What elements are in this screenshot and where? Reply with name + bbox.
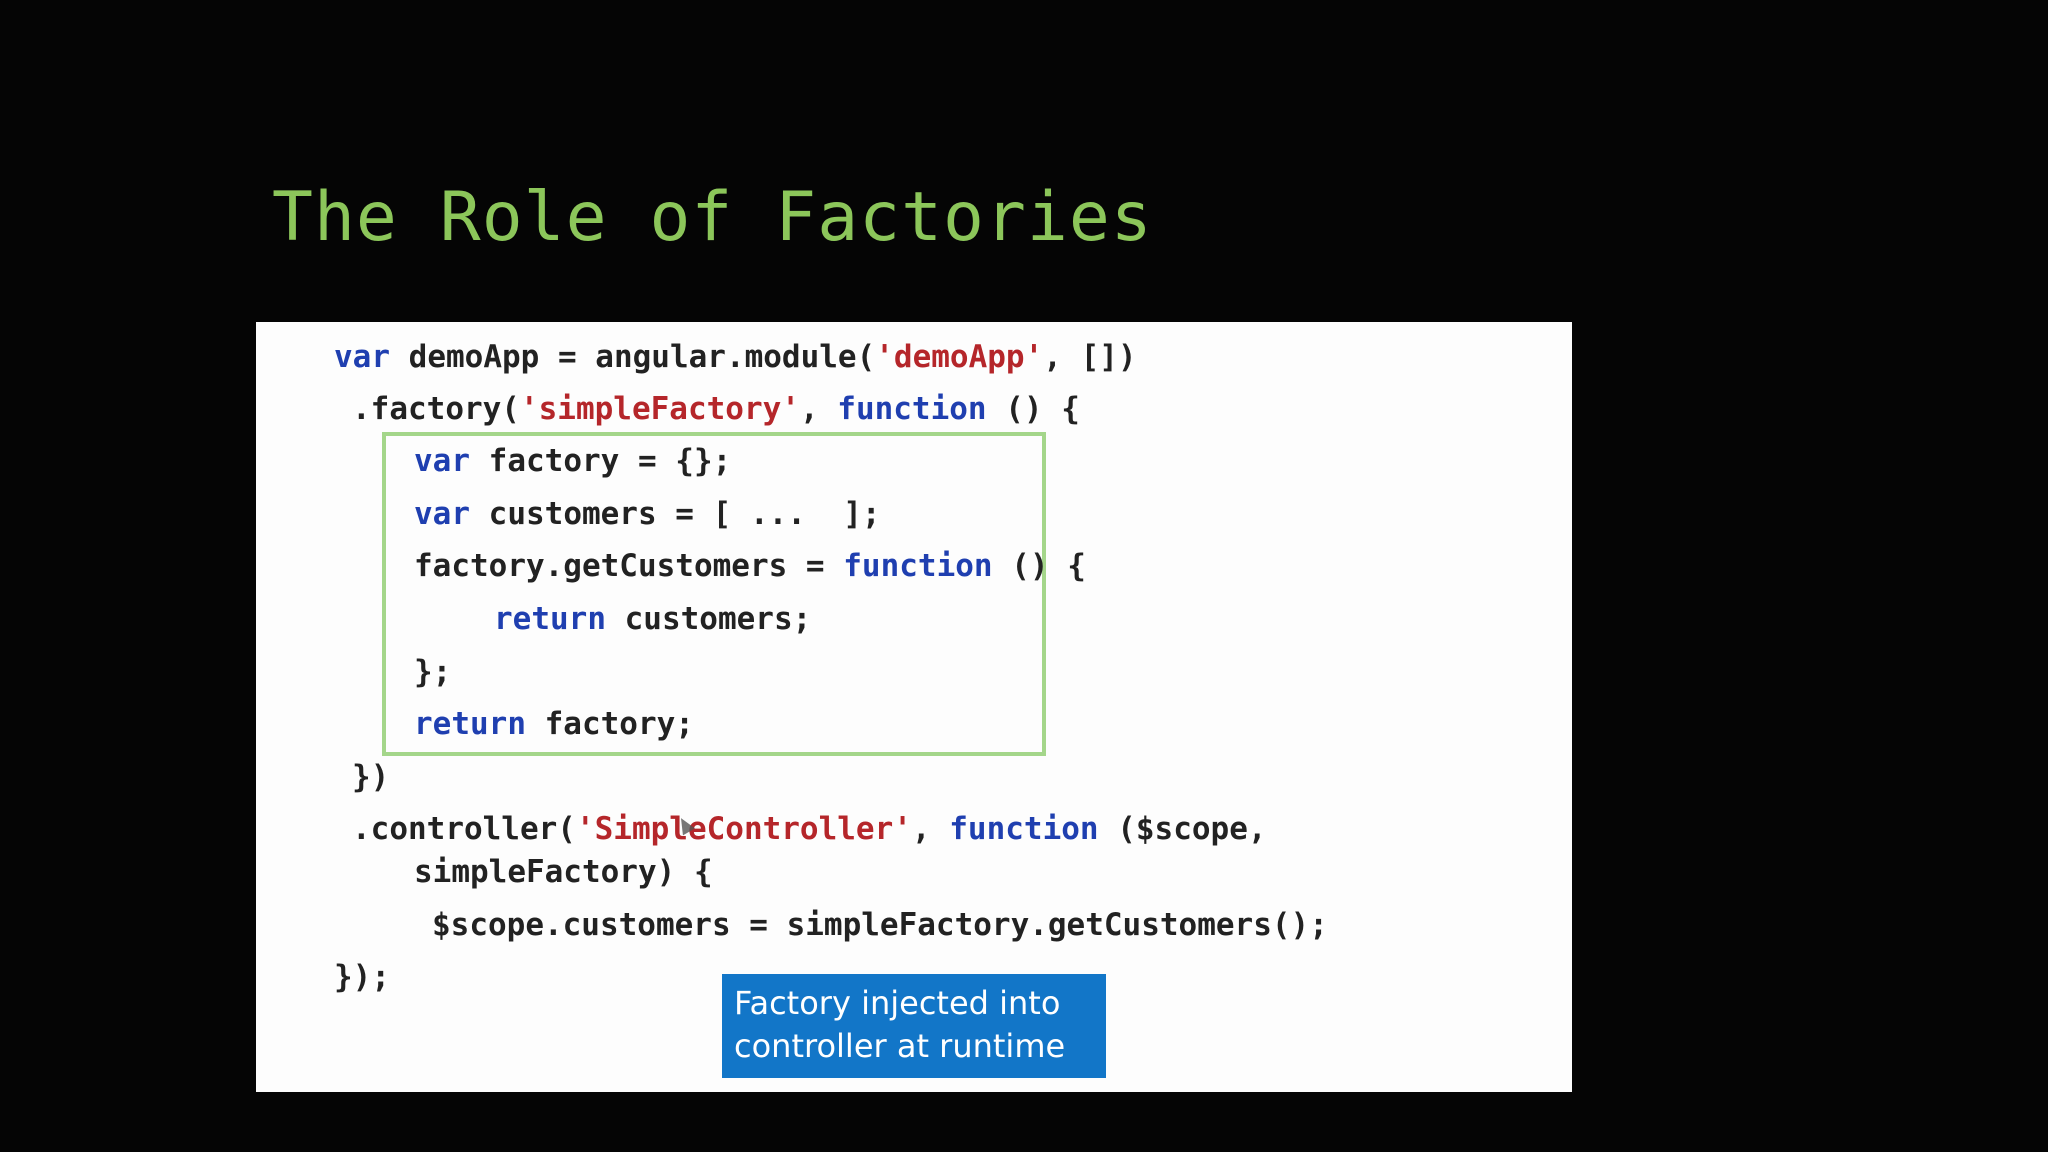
callout-line-2: controller at runtime: [734, 1027, 1066, 1065]
code-text: factory = {};: [470, 443, 732, 479]
code-text: demoApp = angular.module(: [390, 339, 876, 375]
code-text: factory.getCustomers =: [414, 548, 844, 584]
code-text: .factory(: [352, 391, 520, 427]
code-text: customers;: [605, 601, 812, 637]
code-line-1: var demoApp = angular.module('demoApp', …: [334, 337, 1137, 377]
code-line-7: };: [414, 652, 451, 692]
code-text: $scope.customers = simpleFactory.getCust…: [432, 907, 1328, 943]
code-text: ,: [911, 811, 950, 847]
code-text: simpleFactory) {: [414, 854, 713, 890]
code-string: 'SimpleController': [575, 811, 912, 847]
code-line-2: .factory('simpleFactory', function () {: [352, 389, 1080, 429]
code-text: () {: [992, 548, 1086, 584]
code-text: ,: [799, 391, 838, 427]
factory-body-highlight-box: [382, 432, 1046, 756]
code-line-6: return customers;: [494, 599, 811, 639]
code-line-13: });: [334, 957, 390, 997]
code-text: };: [414, 654, 452, 690]
code-line-12: $scope.customers = simpleFactory.getCust…: [432, 905, 1328, 945]
code-text: () {: [986, 391, 1080, 427]
code-text: .controller(: [352, 811, 576, 847]
code-string: 'demoApp': [875, 339, 1044, 375]
code-text: ($scope,: [1098, 811, 1267, 847]
code-text: factory;: [525, 706, 694, 742]
code-keyword: function: [837, 391, 987, 427]
slide-title: The Role of Factories: [272, 178, 1153, 257]
code-keyword: var: [334, 339, 390, 375]
code-keyword: return: [414, 706, 526, 742]
code-line-9: }): [352, 757, 389, 797]
code-line-11: simpleFactory) {: [414, 852, 713, 892]
code-keyword: var: [414, 496, 470, 532]
code-line-8: return factory;: [414, 704, 694, 744]
code-keyword: return: [494, 601, 606, 637]
code-line-10: .controller('SimpleController', function…: [352, 809, 1267, 849]
code-keyword: function: [843, 548, 993, 584]
code-text: , []): [1043, 339, 1137, 375]
code-keyword: function: [949, 811, 1099, 847]
callout-line-1: Factory injected into: [734, 984, 1061, 1022]
code-panel: var demoApp = angular.module('demoApp', …: [256, 322, 1572, 1092]
code-text: customers = [ ... ];: [470, 496, 881, 532]
code-line-3: var factory = {};: [414, 441, 731, 481]
code-string: 'simpleFactory': [519, 391, 800, 427]
code-keyword: var: [414, 443, 470, 479]
code-text: }): [352, 759, 390, 795]
code-line-4: var customers = [ ... ];: [414, 494, 881, 534]
code-text: });: [334, 959, 390, 995]
callout-box: Factory injected into controller at runt…: [722, 974, 1106, 1078]
code-line-5: factory.getCustomers = function () {: [414, 546, 1086, 586]
